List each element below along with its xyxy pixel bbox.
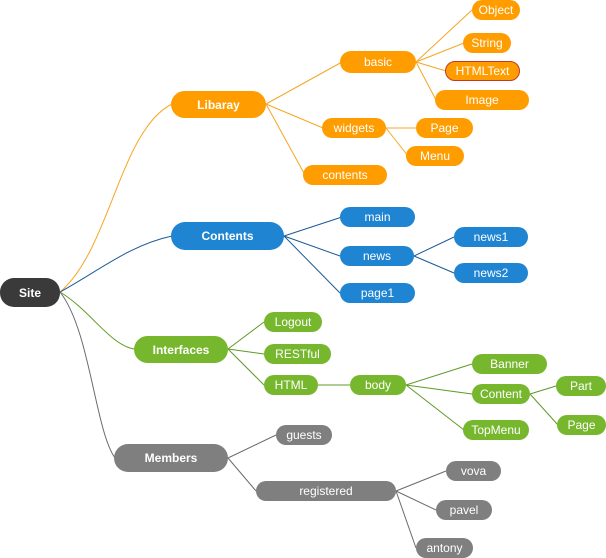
node-contents[interactable]: Contents bbox=[171, 222, 284, 250]
node-library[interactable]: Libaray bbox=[171, 91, 266, 118]
node-banner[interactable]: Banner bbox=[472, 354, 547, 374]
link-body-banner bbox=[405, 363, 473, 386]
node-topmenu[interactable]: TopMenu bbox=[463, 420, 529, 440]
link-site-members bbox=[59, 291, 116, 459]
node-string[interactable]: String bbox=[463, 33, 511, 53]
node-htmltext[interactable]: HTMLText bbox=[445, 61, 520, 81]
link-site-interfaces bbox=[59, 291, 135, 350]
node-basic[interactable]: basic bbox=[340, 51, 416, 73]
link-body-content bbox=[405, 384, 473, 395]
link-content-page bbox=[529, 393, 559, 426]
link-library-basic bbox=[265, 61, 343, 105]
node-widgets[interactable]: widgets bbox=[322, 118, 386, 138]
link-registered-antony bbox=[395, 490, 417, 549]
link-library-contents bbox=[265, 103, 306, 176]
link-basic-image bbox=[415, 61, 437, 101]
node-html[interactable]: HTML bbox=[264, 375, 318, 395]
link-members-guests bbox=[227, 434, 277, 459]
link-contents-news bbox=[283, 235, 341, 257]
link-basic-object bbox=[415, 9, 473, 63]
node-pavel[interactable]: pavel bbox=[436, 500, 492, 520]
node-library-contents[interactable]: contents bbox=[303, 165, 387, 185]
link-registered-vova bbox=[395, 470, 447, 492]
link-basic-htmltext bbox=[415, 61, 447, 72]
node-antony[interactable]: antony bbox=[416, 538, 473, 558]
link-basic-string bbox=[415, 42, 465, 63]
node-interfaces[interactable]: Interfaces bbox=[134, 336, 228, 363]
node-menu[interactable]: Menu bbox=[406, 146, 464, 166]
node-guests[interactable]: guests bbox=[276, 425, 332, 445]
node-part[interactable]: Part bbox=[556, 376, 606, 396]
node-page1[interactable]: page1 bbox=[340, 283, 415, 303]
link-site-contents bbox=[59, 235, 173, 293]
node-registered[interactable]: registered bbox=[256, 481, 396, 501]
node-page-content[interactable]: Page bbox=[557, 415, 606, 435]
link-content-part bbox=[529, 385, 557, 395]
link-contents-main bbox=[283, 216, 343, 237]
node-logout[interactable]: Logout bbox=[264, 312, 322, 332]
link-news-news2 bbox=[413, 255, 455, 274]
link-contents-page1 bbox=[283, 235, 341, 294]
node-members[interactable]: Members bbox=[114, 444, 228, 472]
node-vova[interactable]: vova bbox=[446, 461, 501, 481]
link-members-registered bbox=[227, 457, 257, 492]
node-main[interactable]: main bbox=[340, 207, 415, 227]
node-restful[interactable]: RESTful bbox=[264, 344, 331, 364]
link-body-topmenu bbox=[405, 384, 465, 431]
link-interfaces-html bbox=[227, 348, 265, 386]
node-news[interactable]: news bbox=[340, 246, 414, 266]
node-body[interactable]: body bbox=[350, 375, 406, 395]
link-registered-pavel bbox=[395, 490, 437, 511]
node-news1[interactable]: news1 bbox=[454, 227, 528, 247]
node-page-widget[interactable]: Page bbox=[416, 118, 473, 138]
link-library-widgets bbox=[265, 103, 324, 129]
link-news-news1 bbox=[413, 236, 455, 257]
link-widgets-menu bbox=[385, 127, 409, 157]
node-site[interactable]: Site bbox=[0, 278, 60, 307]
link-site-library bbox=[59, 103, 173, 293]
link-interfaces-logout bbox=[227, 321, 265, 350]
link-interfaces-restful bbox=[227, 348, 265, 355]
node-content[interactable]: Content bbox=[472, 384, 530, 404]
node-image[interactable]: Image bbox=[435, 90, 529, 110]
node-object[interactable]: Object bbox=[472, 0, 520, 20]
node-news2[interactable]: news2 bbox=[454, 263, 528, 283]
